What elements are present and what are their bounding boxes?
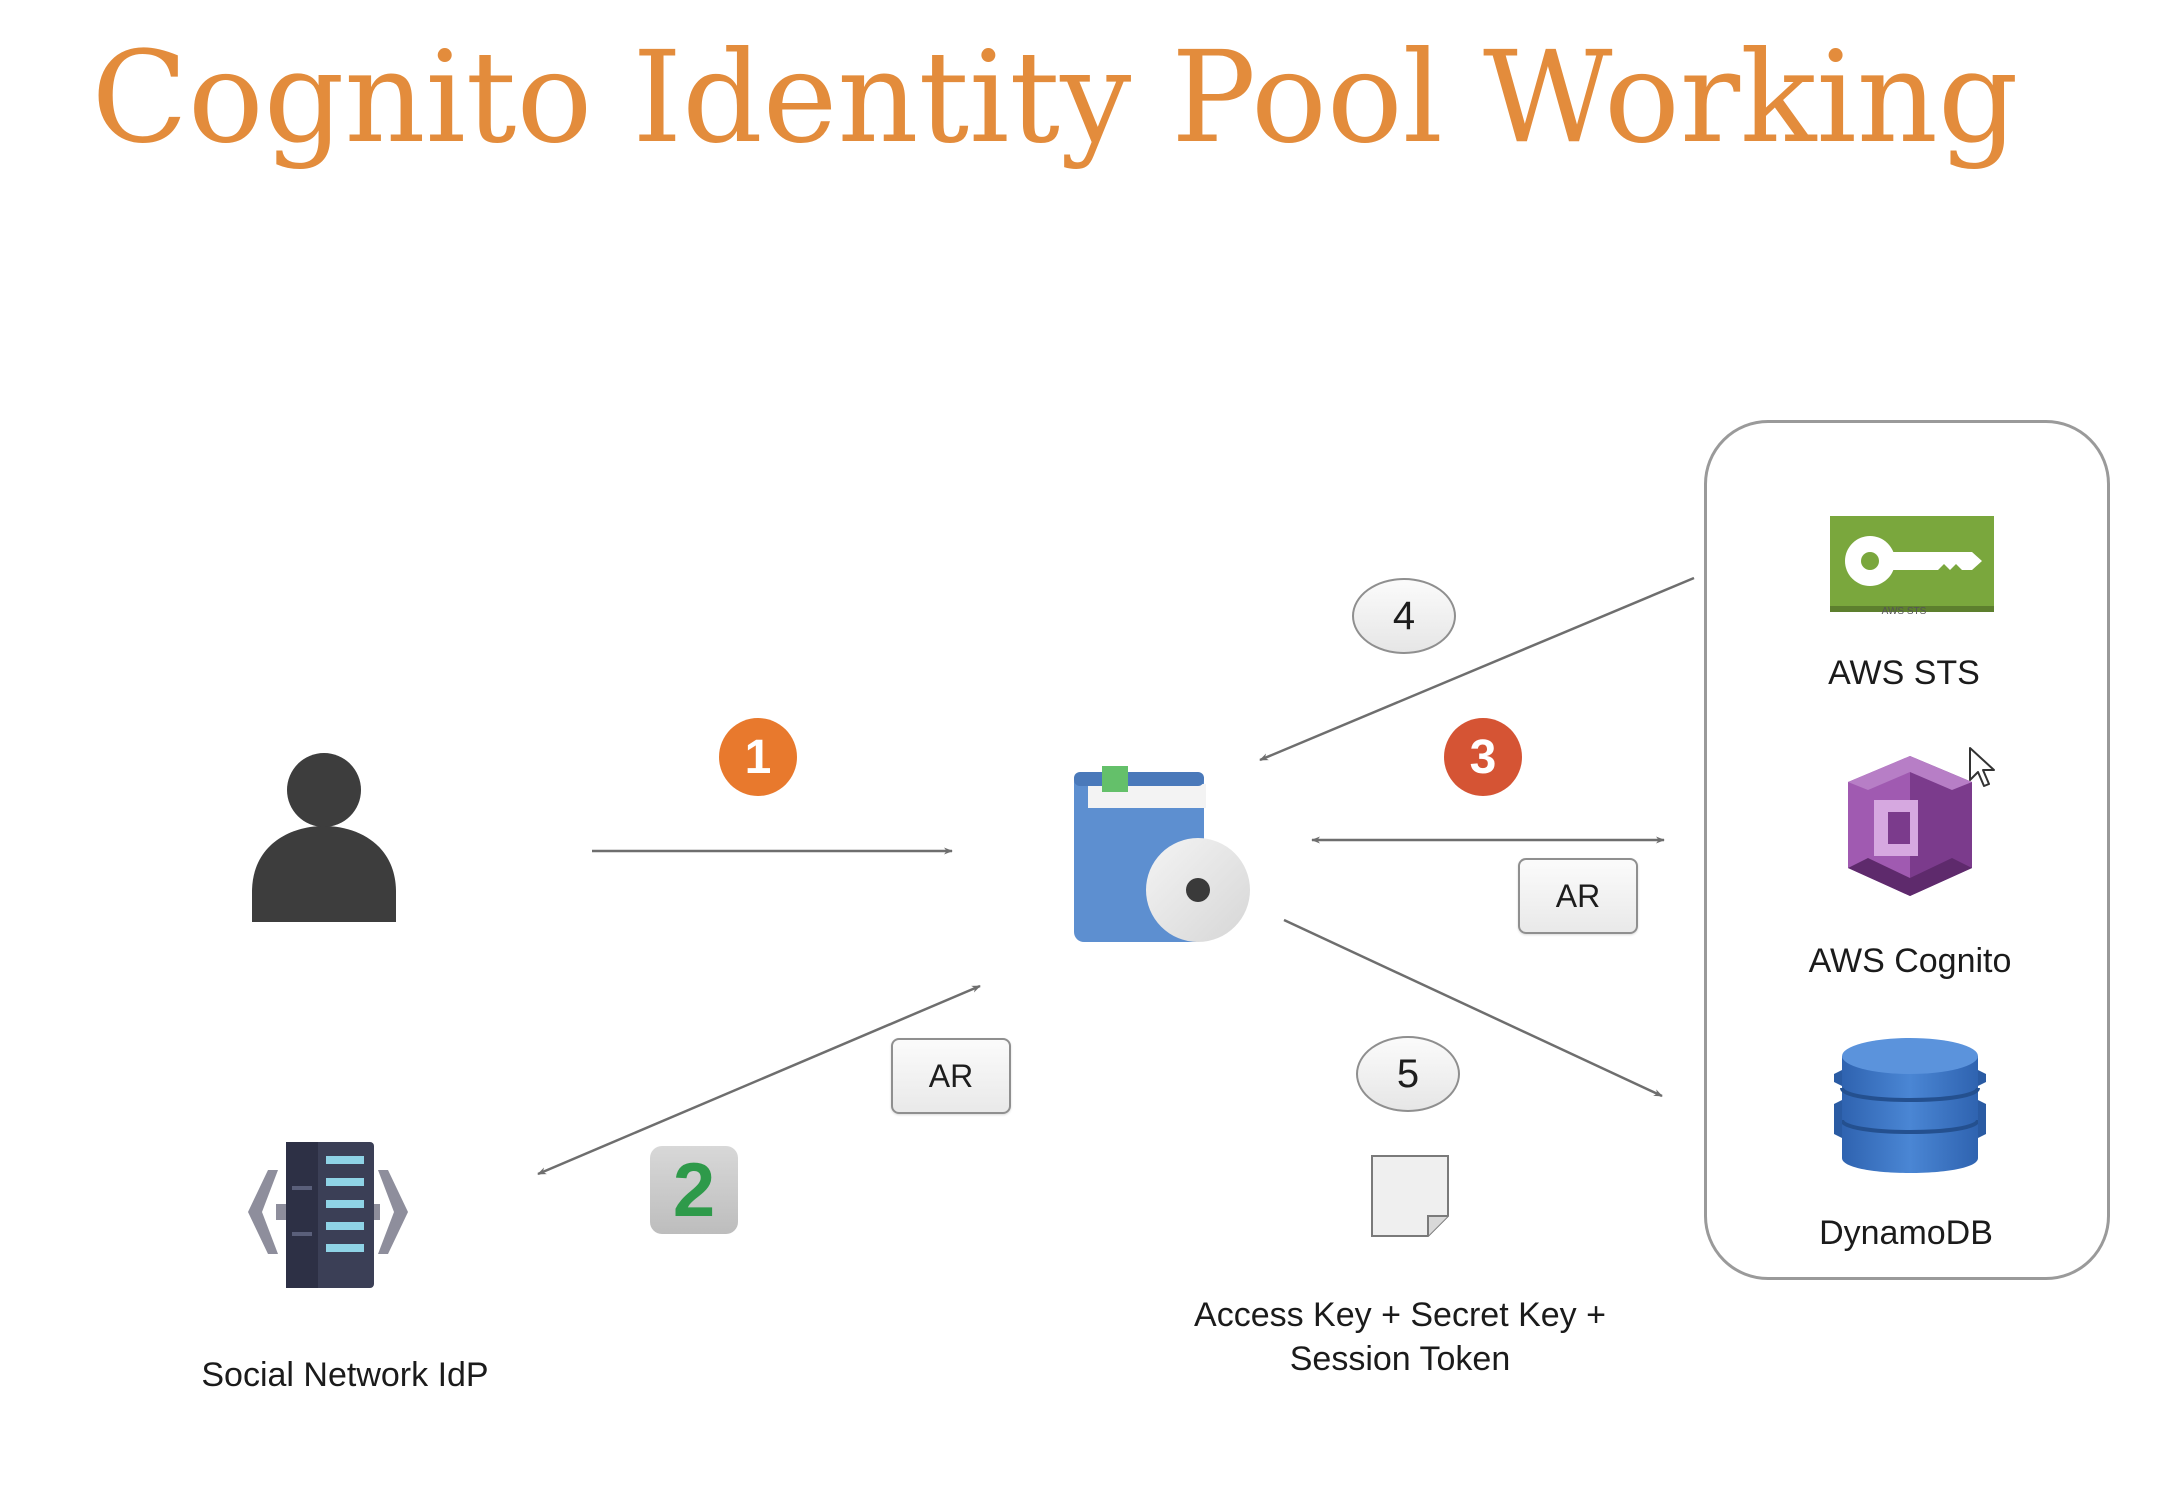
- key-icon: [1830, 516, 1994, 612]
- document-icon: [1371, 1155, 1449, 1237]
- user-icon: [252, 753, 396, 922]
- aws-services-panel: [1704, 420, 2110, 1280]
- mouse-cursor-icon: [1969, 747, 1995, 787]
- step-2-badge: 2: [650, 1146, 738, 1234]
- step-1-badge: 1: [719, 718, 797, 796]
- arrow-app-to-dynamodb: [1283, 918, 1663, 1098]
- credentials-label-line1: Access Key + Secret Key +: [1194, 1296, 1606, 1334]
- ar-box-idp: AR: [891, 1038, 1011, 1114]
- idp-label: Social Network IdP: [201, 1356, 489, 1394]
- sts-label: AWS STS: [1828, 654, 1980, 692]
- slide-title: Cognito Identity Pool Working: [91, 24, 2019, 171]
- server-icon: [248, 1142, 408, 1288]
- arrow-sts-to-app: [1259, 576, 1695, 762]
- step-5-badge: 5: [1356, 1036, 1460, 1112]
- step-3-badge: 3: [1444, 718, 1522, 796]
- sts-badge-caption: AWS STS: [1881, 606, 1927, 617]
- cognito-icon: [1848, 756, 1972, 896]
- database-icon: [1834, 1038, 1986, 1173]
- app-book-icon: [1074, 766, 1250, 942]
- arrow-app-idp: [537, 984, 981, 1176]
- ar-box-cognito: AR: [1518, 858, 1638, 934]
- step-4-badge: 4: [1352, 578, 1456, 654]
- credentials-label-line2: Session Token: [1289, 1340, 1511, 1378]
- dynamodb-label: DynamoDB: [1819, 1214, 1993, 1252]
- cognito-label: AWS Cognito: [1808, 942, 2012, 980]
